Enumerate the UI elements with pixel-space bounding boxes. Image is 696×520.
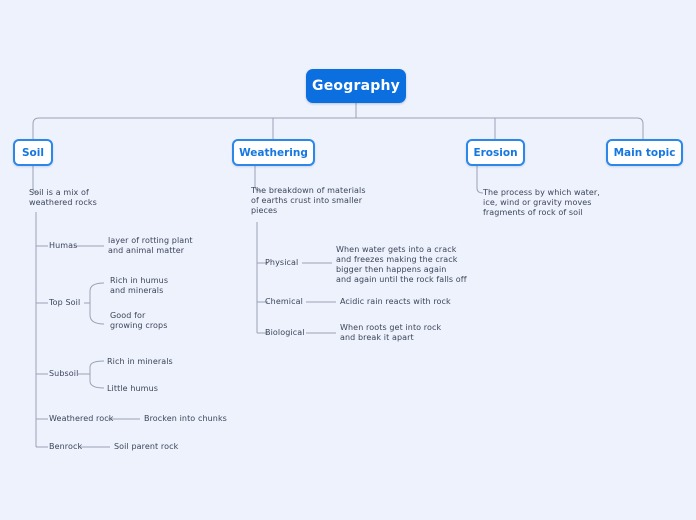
text-chemical-detail-1: Acidic rain reacts with rock bbox=[340, 297, 451, 306]
connector-topsoil-brace bbox=[89, 282, 105, 325]
text-weathering-child-physical: Physical bbox=[265, 258, 299, 267]
text-erosion-description: The process by which water, ice, wind or… bbox=[483, 188, 600, 217]
text-subsoil-detail-2: Little humus bbox=[107, 384, 159, 393]
node-branch-weathering-label: Weathering bbox=[239, 146, 308, 159]
text-physical-detail-1: When water gets into a crack and freezes… bbox=[336, 245, 467, 284]
text-weathering-description: The breakdown of materials of earths cru… bbox=[251, 186, 366, 215]
node-branch-erosion-label: Erosion bbox=[473, 146, 518, 159]
text-biological-detail-1: When roots get into rock and break it ap… bbox=[340, 323, 442, 342]
node-branch-erosion[interactable]: Erosion bbox=[466, 139, 525, 166]
node-branch-main-topic[interactable]: Main topic bbox=[606, 139, 683, 166]
node-root-label: Geography bbox=[312, 78, 400, 94]
node-root-geography[interactable]: Geography bbox=[306, 69, 406, 103]
text-top-soil-detail-2: Good for growing crops bbox=[110, 311, 168, 330]
node-branch-soil-label: Soil bbox=[22, 146, 44, 159]
node-branch-weathering[interactable]: Weathering bbox=[232, 139, 315, 166]
text-weathering-child-chemical: Chemical bbox=[265, 297, 303, 306]
text-benrock-detail-1: Soil parent rock bbox=[114, 442, 179, 451]
text-top-soil-detail-1: Rich in humus and minerals bbox=[110, 276, 169, 295]
text-soil-child-weathered-rock: Weathered rock bbox=[49, 414, 114, 423]
text-subsoil-detail-1: Rich in minerals bbox=[107, 357, 173, 366]
text-soil-child-subsoil: Subsoil bbox=[49, 369, 79, 378]
node-branch-soil[interactable]: Soil bbox=[13, 139, 53, 166]
node-branch-main-topic-label: Main topic bbox=[613, 146, 676, 159]
text-weathered-rock-detail-1: Brocken into chunks bbox=[144, 414, 227, 423]
text-humas-detail-1: layer of rotting plant and animal matter bbox=[108, 236, 193, 255]
text-soil-description: Soil is a mix of weathered rocks bbox=[29, 188, 97, 207]
text-weathering-child-biological: Biological bbox=[265, 328, 305, 337]
text-soil-child-benrock: Benrock bbox=[49, 442, 83, 451]
text-soil-child-top-soil: Top Soil bbox=[49, 298, 81, 307]
text-soil-child-humas: Humas bbox=[49, 241, 78, 250]
connector-main-bus bbox=[32, 117, 644, 139]
connector-subsoil-brace bbox=[89, 360, 105, 389]
